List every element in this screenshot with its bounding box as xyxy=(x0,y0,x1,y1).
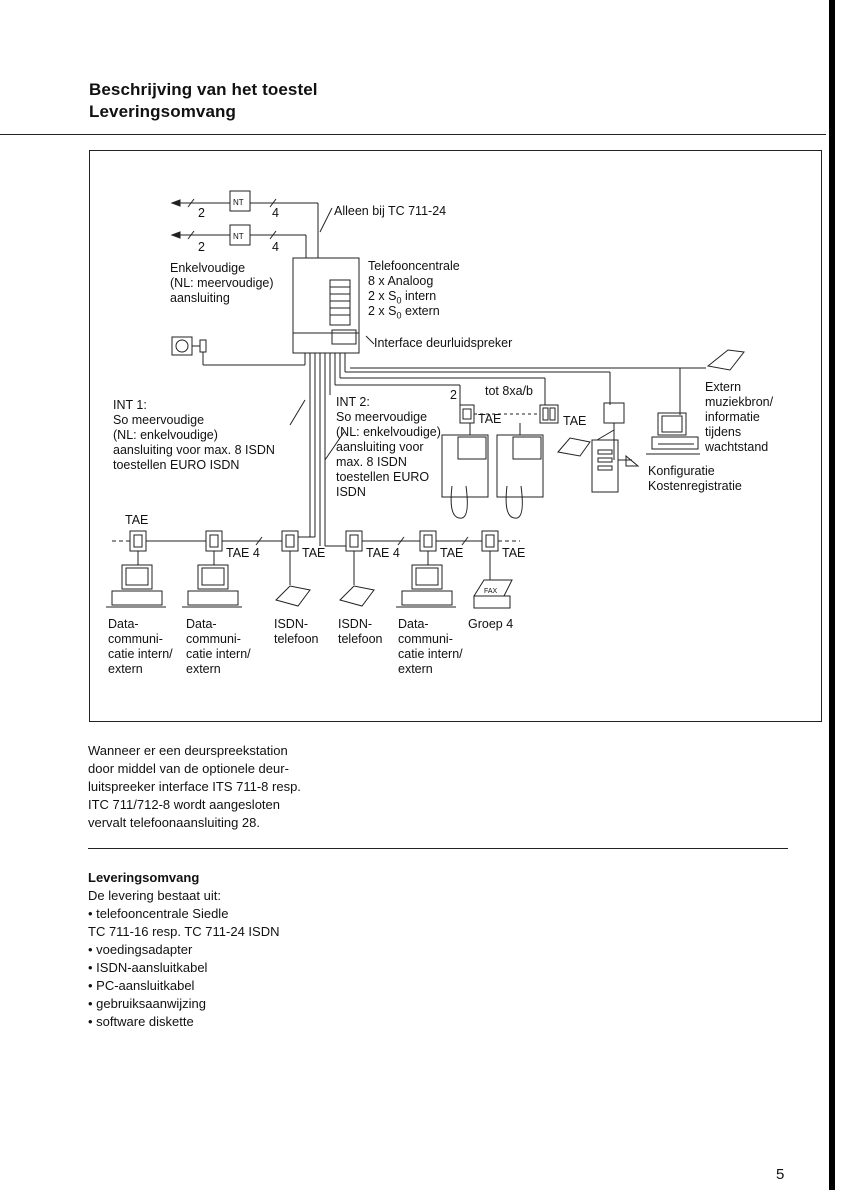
device-label-3: ISDN- telefoon xyxy=(274,617,319,646)
telephone-exchange xyxy=(292,257,360,354)
header-rule xyxy=(0,134,826,135)
int2-line4: aansluiting voor xyxy=(336,440,424,454)
ab-count: 2 xyxy=(450,388,457,402)
delivery-title: Leveringsomvang xyxy=(88,870,200,885)
device-label-6: Groep 4 xyxy=(468,617,514,631)
exchange-s0-intern: 2 x S0 intern xyxy=(368,289,437,306)
extern-4: tijdens xyxy=(705,425,742,439)
page-edge-bar xyxy=(829,0,835,1190)
int2-line5: max. 8 ISDN xyxy=(336,455,407,469)
device-label-1: Data- communi- catie intern/ extern xyxy=(108,617,173,676)
int1-title: INT 1: xyxy=(113,398,147,412)
int2-line3: (NL: enkelvoudige) xyxy=(336,425,441,439)
int1-line4: aansluiting voor max. 8 ISDN xyxy=(113,443,275,457)
delivery-intro: De levering bestaat uit: xyxy=(88,888,221,903)
tae-label-5: TAE xyxy=(502,546,526,560)
delivery-item: • ISDN-aansluitkabel xyxy=(88,960,208,975)
nt-label-1: NT xyxy=(233,198,244,207)
delivery-item: • PC-aansluitkabel xyxy=(88,978,195,993)
wire-count-right-1: 4 xyxy=(272,206,279,220)
delivery-item: • gebruiksaanwijzing xyxy=(88,996,207,1011)
tae-label-2: TAE xyxy=(302,546,326,560)
only-tc-note: Alleen bij TC 711-24 xyxy=(334,204,447,218)
int1-line5: toestellen EURO ISDN xyxy=(113,458,240,472)
wire-count-left-2: 2 xyxy=(198,240,205,254)
device-label-2: Data- communi- catie intern/ extern xyxy=(186,617,251,676)
device-label-5: Data- communi- catie intern/ extern xyxy=(398,617,463,676)
int1-line3: (NL: enkelvoudige) xyxy=(113,428,218,442)
tae-label-door-2: TAE xyxy=(563,414,587,428)
tae4-label-1: TAE 4 xyxy=(226,546,260,560)
line-type-3: aansluiting xyxy=(170,291,230,305)
int2-title: INT 2: xyxy=(336,395,370,409)
config-1: Konfiguratie xyxy=(648,464,715,478)
fax-label: FAX xyxy=(484,588,498,595)
diagram-frame xyxy=(89,150,822,722)
door-interface-label: Interface deurluidspreker xyxy=(374,336,513,350)
nt-label-2: NT xyxy=(233,232,244,241)
delivery-item: • software diskette xyxy=(88,1014,194,1029)
delivery-item: TC 711-16 resp. TC 711-24 ISDN xyxy=(88,924,280,939)
section-title: Beschrijving van het toestel xyxy=(89,80,318,99)
line-type-2: (NL: meervoudige) xyxy=(170,276,274,290)
exchange-label: Telefooncentrale xyxy=(368,259,460,273)
int1-line2: So meervoudige xyxy=(113,413,205,427)
tae4-label-3: TAE 4 xyxy=(366,546,400,560)
extern-2: muziekbron/ xyxy=(705,395,774,409)
tae-label-start: TAE xyxy=(125,513,149,527)
tae-label-4: TAE xyxy=(440,546,464,560)
delivery-item: • voedingsadapter xyxy=(88,942,193,957)
page-number: 5 xyxy=(776,1166,785,1183)
delivery-item: • telefooncentrale Siedle xyxy=(88,906,229,921)
section-subtitle: Leveringsomvang xyxy=(89,102,236,121)
nt-box-1 xyxy=(229,190,251,212)
extern-5: wachtstand xyxy=(705,440,769,454)
config-2: Kostenregistratie xyxy=(648,479,742,493)
int2-line7: ISDN xyxy=(336,485,366,499)
door-station-note: Wanneer er een deurspreekstation door mi… xyxy=(88,743,301,830)
exchange-analog: 8 x Analoog xyxy=(368,274,434,288)
line-type-1: Enkelvoudige xyxy=(170,261,246,275)
exchange-s0-extern: 2 x S0 extern xyxy=(368,304,440,321)
extern-3: informatie xyxy=(705,410,760,424)
extern-1: Extern xyxy=(705,380,742,394)
wire-count-left-1: 2 xyxy=(198,206,205,220)
int2-line6: toestellen EURO xyxy=(336,470,430,484)
wire-count-right-2: 4 xyxy=(272,240,279,254)
int2-line2: So meervoudige xyxy=(336,410,428,424)
section-rule xyxy=(88,848,788,849)
ab-max: tot 8xa/b xyxy=(485,384,533,398)
tae-label-door-1: TAE xyxy=(478,412,502,426)
device-label-4: ISDN- telefoon xyxy=(338,617,383,646)
